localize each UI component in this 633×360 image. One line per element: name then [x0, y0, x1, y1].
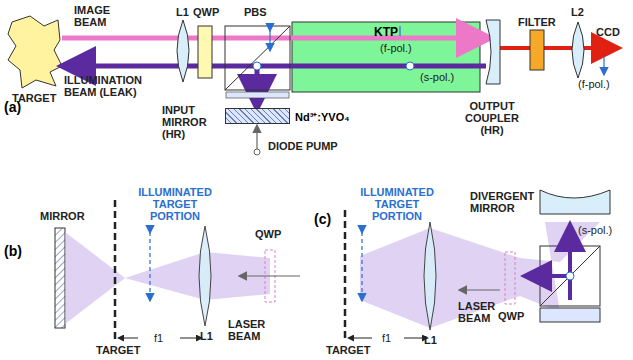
part-label: FILTER: [518, 16, 556, 28]
part-label: (s-pol.): [420, 71, 454, 83]
part-label: TARGET: [12, 92, 56, 104]
part-label: L1: [424, 334, 437, 346]
part-label: ILLUMINATED TARGET PORTION: [352, 186, 442, 222]
part-label: CCD: [596, 26, 620, 38]
part-label: ILLUMINATION BEAM (LEAK): [64, 74, 174, 98]
part-label: LASER BEAM: [458, 300, 503, 324]
part-label: (c): [314, 212, 331, 227]
laser-crystal: Nd³⁺:YVO₄: [225, 108, 290, 124]
part-label: MIRROR: [40, 210, 85, 222]
crystal-label: KTP: [292, 22, 480, 39]
part-label: LASER BEAM: [228, 318, 273, 342]
ktp-crystal: KTP: [292, 22, 480, 92]
part-label: ILLUMINATED TARGET PORTION: [130, 186, 220, 222]
part-label: (f-pol.): [380, 42, 412, 54]
part-label: (s-pol.): [578, 224, 612, 236]
part-label: QWP: [255, 228, 281, 240]
part-label: (b): [4, 244, 22, 259]
part-label: f1: [382, 332, 391, 344]
part-label: L1: [200, 330, 213, 342]
part-label: QWP: [193, 6, 219, 18]
part-label: QWP: [498, 310, 524, 322]
part-label: TARGET: [96, 344, 140, 356]
part-label: DIODE PUMP: [268, 140, 338, 152]
part-label: INPUT MIRROR (HR): [162, 104, 222, 140]
part-label: f1: [154, 332, 163, 344]
part-label: DIVERGENT MIRROR: [470, 190, 540, 214]
part-label: L2: [571, 6, 584, 18]
part-label: TARGET: [326, 344, 370, 356]
part-label: (f-pol.): [578, 78, 610, 90]
part-label: IMAGE BEAM: [74, 4, 134, 28]
part-label: OUTPUT COUPLER (HR): [452, 100, 532, 136]
part-label: PBS: [244, 6, 267, 18]
part-label: L1: [176, 6, 189, 18]
crystal-label: Nd³⁺:YVO₄: [295, 109, 349, 124]
